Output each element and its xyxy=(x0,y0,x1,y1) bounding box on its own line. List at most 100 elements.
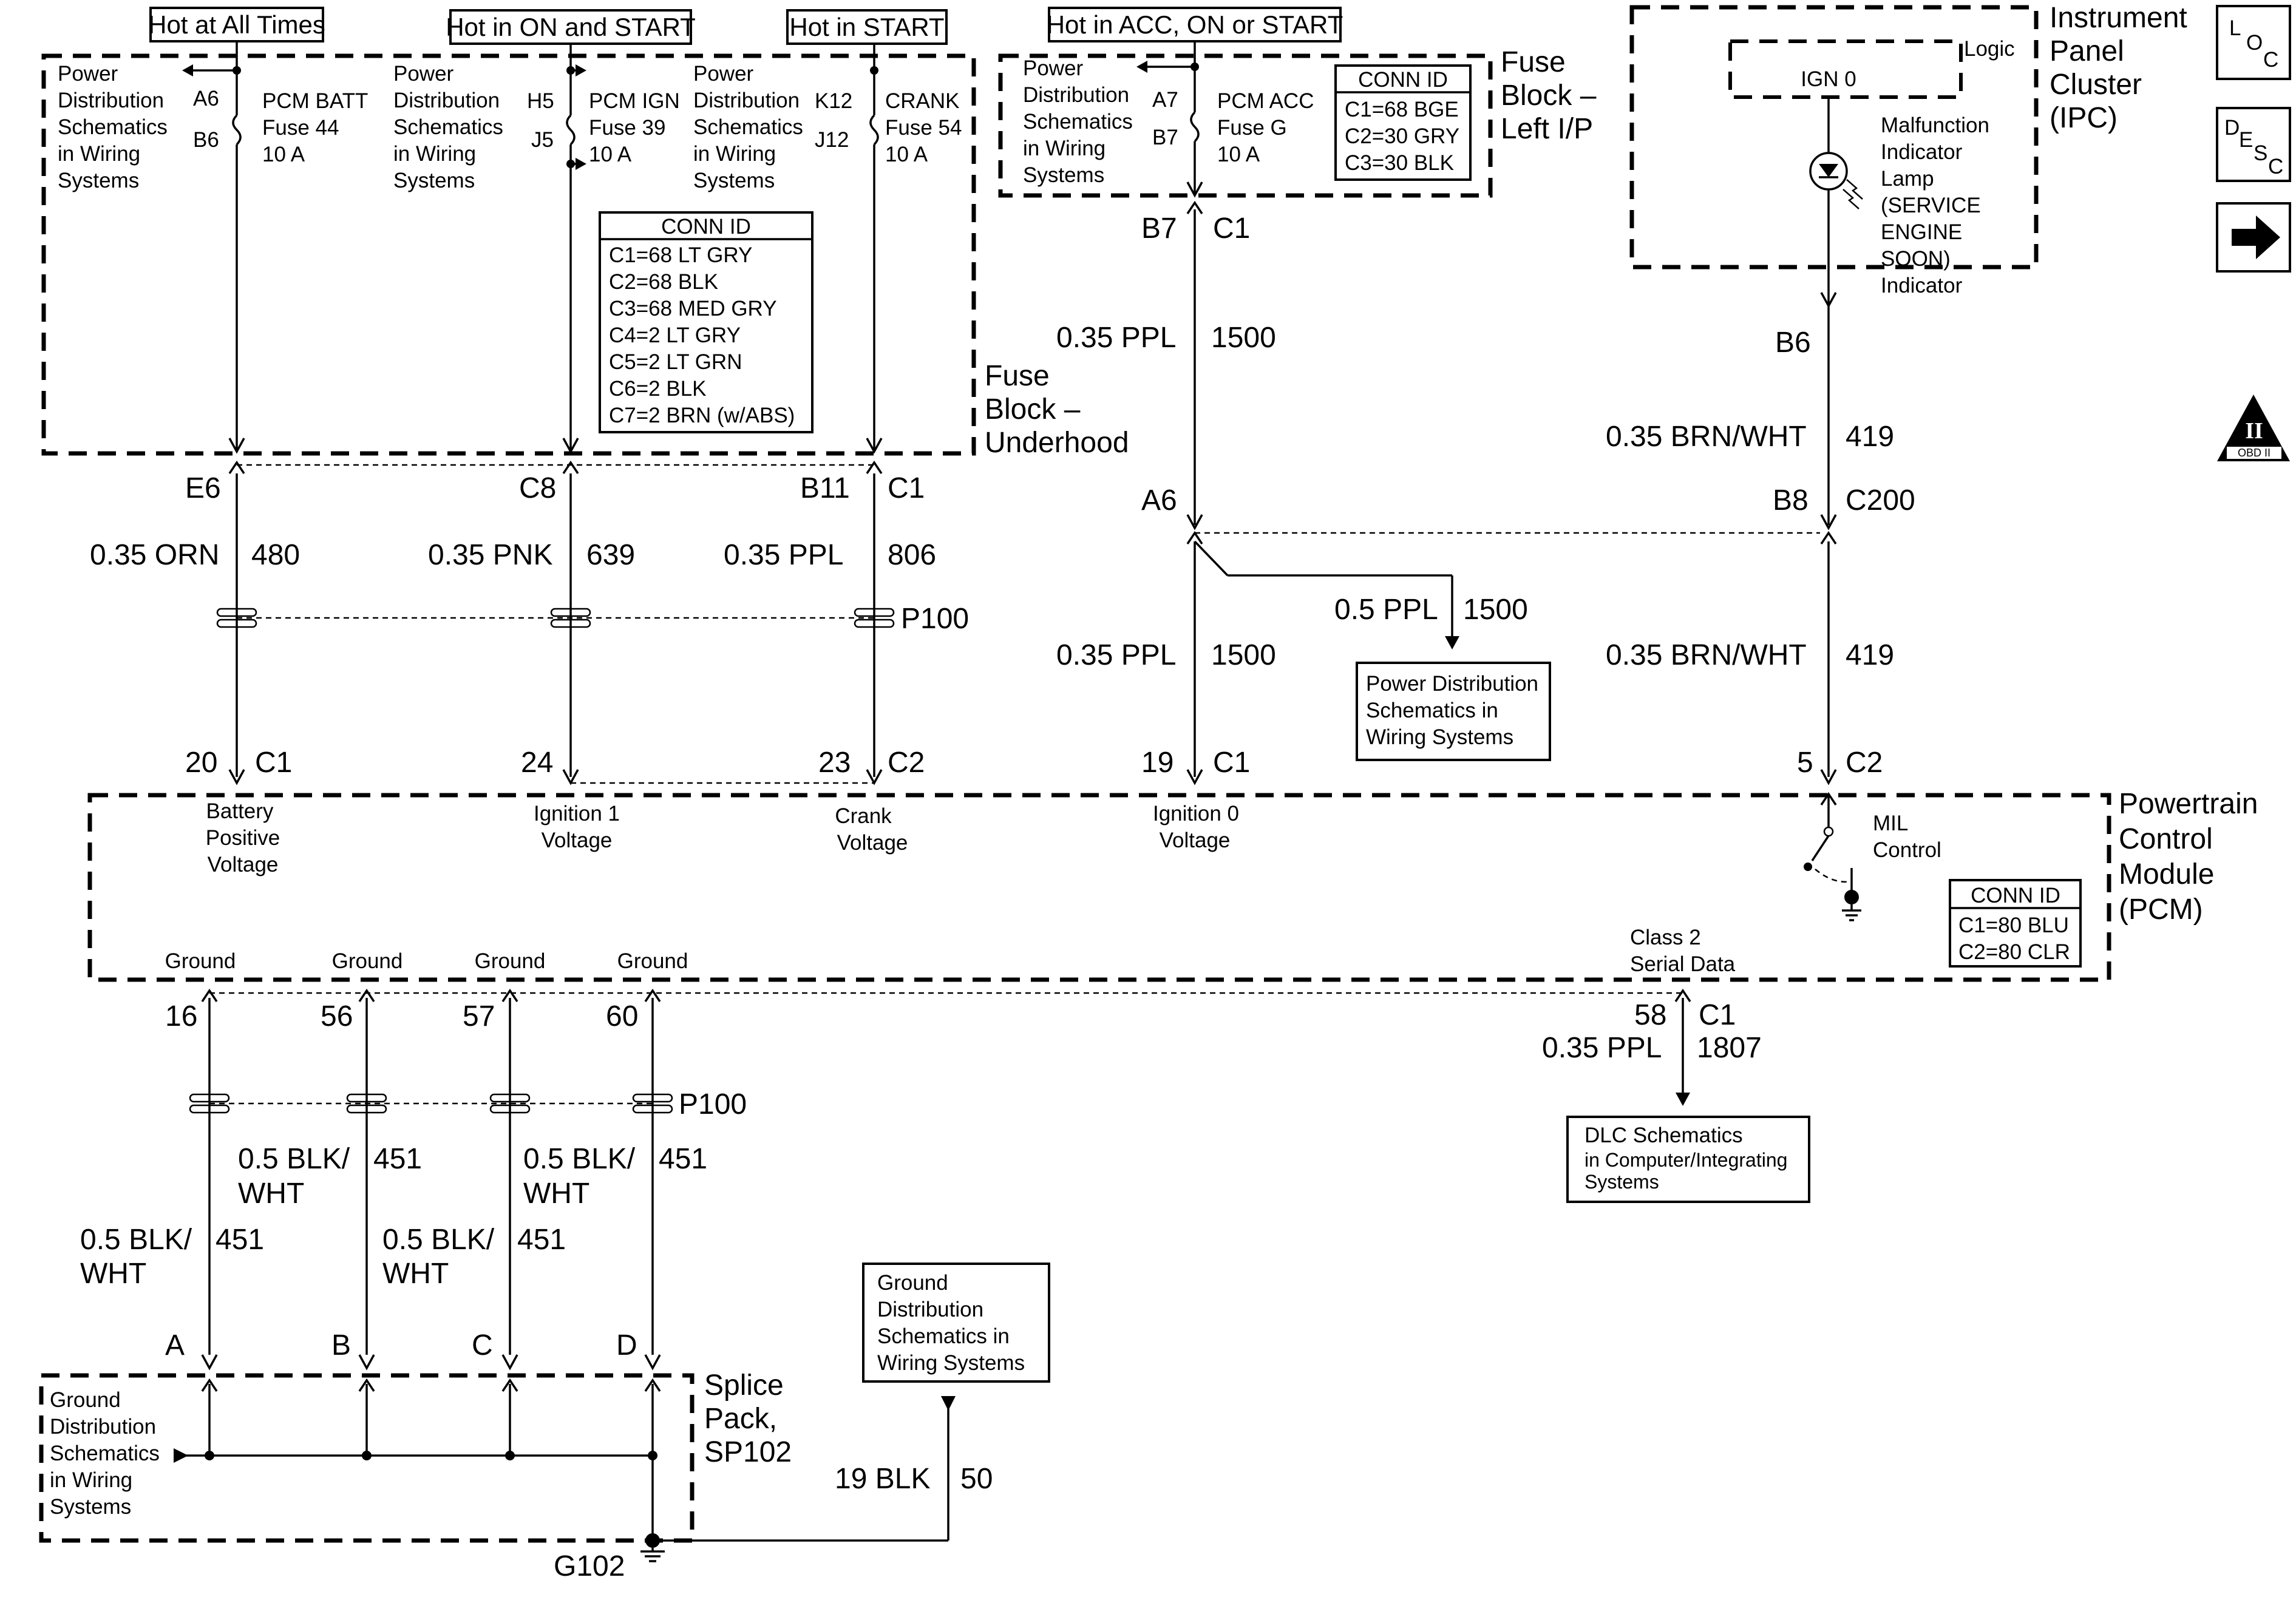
svg-text:C: C xyxy=(2268,155,2283,178)
svg-text:S: S xyxy=(2254,141,2267,165)
svg-text:Power: Power xyxy=(693,62,754,86)
hot-in-acc-label: Hot in ACC, ON or START xyxy=(1047,10,1343,39)
pcm-serial-conn: C1 xyxy=(1699,999,1736,1031)
wires-upper-left: 0.35 ORN 480 0.35 PNK 639 0.35 PPL 806 xyxy=(90,473,936,777)
svg-text:SP102: SP102 xyxy=(704,1436,792,1468)
svg-text:Distribution: Distribution xyxy=(877,1298,983,1321)
svg-text:Ground: Ground xyxy=(475,949,546,973)
ipc-label-4: (IPC) xyxy=(2050,102,2118,134)
acc-branch: 0.5 PPL 1500 Power Distribution Schemati… xyxy=(1186,531,1551,761)
svg-text:Schematics: Schematics xyxy=(693,115,803,139)
conn-id-table-underhood: CONN ID C1=68 LT GRY C2=68 BLK C3=68 MED… xyxy=(599,211,813,433)
connector-b8: B8 xyxy=(1773,484,1809,517)
svg-text:C3=68 MED GRY: C3=68 MED GRY xyxy=(609,297,777,320)
fuse-crank-pin-bot: J12 xyxy=(815,128,849,152)
svg-text:Systems: Systems xyxy=(693,169,775,192)
pcm-pin-23: 23 xyxy=(818,747,851,779)
svg-text:Systems: Systems xyxy=(1023,163,1104,187)
svg-text:Distribution: Distribution xyxy=(393,89,500,112)
fuse-batt-pin-top: A6 xyxy=(193,87,219,110)
svg-text:Schematics: Schematics xyxy=(50,1442,160,1465)
svg-text:C2=30 GRY: C2=30 GRY xyxy=(1345,124,1459,148)
svg-text:Voltage: Voltage xyxy=(542,829,613,852)
svg-text:C4=2 LT GRY: C4=2 LT GRY xyxy=(609,324,741,347)
fuse-block-underhood: Fuse Block – Underhood Power Distributio… xyxy=(41,53,1129,459)
fuse-batt-name: PCM BATT xyxy=(262,89,368,113)
serial-data-wire: 58 C1 0.35 PPL 1807 DLC Schematics in Co… xyxy=(1542,998,1810,1203)
fuse-ign-pin-top: H5 xyxy=(527,89,554,113)
acc-wire-upper: B7 C1 0.35 PPL 1500 A6 xyxy=(1056,200,1276,531)
conn-id-table-left-ip: CONN ID C1=68 BGE C2=30 GRY C3=30 BLK xyxy=(1334,64,1472,181)
ipc-label-2: Panel xyxy=(2050,35,2124,67)
connector-b11: B11 xyxy=(800,472,850,504)
svg-text:MIL: MIL xyxy=(1873,812,1908,835)
desc-button[interactable]: D E S C xyxy=(2216,107,2291,182)
pcm-label-1: Powertrain xyxy=(2119,788,2258,820)
acc-wire-lower: 0.35 PPL 1500 xyxy=(1056,541,1276,777)
fuse-ign-amps: 10 A xyxy=(589,143,632,166)
pcm-conn-c2-right: C2 xyxy=(1846,747,1883,779)
fuse-pcm-ign: H5 J5 PCM IGN Fuse 39 10 A xyxy=(527,56,680,454)
ground-g102: G102 19 BLK 50 Ground Distribution Schem… xyxy=(554,1263,1050,1582)
g102-label: G102 xyxy=(554,1550,625,1582)
wire-1500-upper-circuit: 1500 xyxy=(1211,322,1276,354)
wire-639-circuit: 639 xyxy=(586,539,635,571)
svg-text:0.5 BLK/: 0.5 BLK/ xyxy=(523,1143,636,1175)
svg-text:Voltage: Voltage xyxy=(837,831,908,855)
svg-text:Voltage: Voltage xyxy=(1160,829,1231,852)
fuse-ign-pin-bot: J5 xyxy=(531,128,554,152)
power-dist-box-line1: Power Distribution xyxy=(1366,672,1538,696)
svg-text:WHT: WHT xyxy=(238,1178,304,1210)
svg-text:in Wiring: in Wiring xyxy=(693,142,776,166)
svg-text:Distribution: Distribution xyxy=(1023,83,1129,107)
connector-c1-underhood: C1 xyxy=(888,472,925,504)
splice-pack-sp102: A B C D Splice Pack, SP102 Ground Distri… xyxy=(39,1329,792,1543)
pcm-conn-c1-left: C1 xyxy=(255,747,292,779)
hot-in-on-start-label: Hot in ON and START xyxy=(446,13,696,41)
wire-50-color: 19 BLK xyxy=(835,1463,930,1495)
svg-text:Ignition 0: Ignition 0 xyxy=(1153,802,1239,825)
instrument-panel-cluster: Instrument Panel Cluster (IPC) Logic IGN… xyxy=(1629,2,2187,308)
svg-text:Indicator: Indicator xyxy=(1881,140,1963,164)
svg-text:Pack,: Pack, xyxy=(704,1403,777,1435)
pcm-pin-5: 5 xyxy=(1797,747,1813,779)
pcm-conn-c2-left: C2 xyxy=(888,747,925,779)
dlc-box-line1: DLC Schematics xyxy=(1584,1124,1743,1147)
fuse-batt-number: Fuse 44 xyxy=(262,116,339,140)
power-dist-box-line2: Schematics in xyxy=(1366,699,1498,722)
fuse-crank-pin-top: K12 xyxy=(815,89,852,113)
svg-text:Splice: Splice xyxy=(704,1369,784,1402)
fuse-block-left-ip-label-1: Fuse xyxy=(1501,46,1566,78)
svg-text:451: 451 xyxy=(659,1143,707,1175)
ipc-label-1: Instrument xyxy=(2050,2,2187,34)
svg-text:Power: Power xyxy=(58,62,118,86)
svg-text:Schematics: Schematics xyxy=(1023,110,1133,134)
wire-419-lower-circuit: 419 xyxy=(1846,639,1894,671)
svg-text:II: II xyxy=(2245,418,2263,444)
svg-text:Ignition 1: Ignition 1 xyxy=(534,802,620,825)
svg-text:Distribution: Distribution xyxy=(693,89,800,112)
fuse-block-left-ip-label-2: Block – xyxy=(1501,80,1597,112)
svg-text:Systems: Systems xyxy=(393,169,475,192)
svg-text:451: 451 xyxy=(216,1224,264,1256)
fuse-pcm-batt: A6 B6 PCM BATT Fuse 44 10 A xyxy=(182,56,368,454)
dlc-box-line2: in Computer/Integrating xyxy=(1584,1149,1787,1171)
wire-639-color: 0.35 PNK xyxy=(428,539,552,571)
svg-text:ENGINE: ENGINE xyxy=(1881,220,1962,244)
svg-text:Distribution: Distribution xyxy=(50,1415,156,1439)
loc-button[interactable]: L O C xyxy=(2216,5,2291,80)
svg-text:WHT: WHT xyxy=(80,1258,146,1290)
power-dist-ref-batt: Power Distribution Schematics in Wiring … xyxy=(58,62,168,192)
wire-806-circuit: 806 xyxy=(888,539,936,571)
connector-e6: E6 xyxy=(185,472,221,504)
svg-text:OBD II: OBD II xyxy=(2238,447,2271,459)
next-arrow-button[interactable] xyxy=(2216,202,2291,273)
svg-text:C2=68 BLK: C2=68 BLK xyxy=(609,270,718,294)
fuse-acc-number: Fuse G xyxy=(1217,116,1287,140)
svg-text:451: 451 xyxy=(517,1224,566,1256)
svg-text:Indicator: Indicator xyxy=(1881,274,1963,297)
wire-1500-lower-color: 0.35 PPL xyxy=(1056,639,1176,671)
connector-p100-lower: P100 xyxy=(679,1088,747,1120)
conn-id-table-pcm: CONN ID C1=80 BLU C2=80 CLR xyxy=(1949,879,2082,968)
